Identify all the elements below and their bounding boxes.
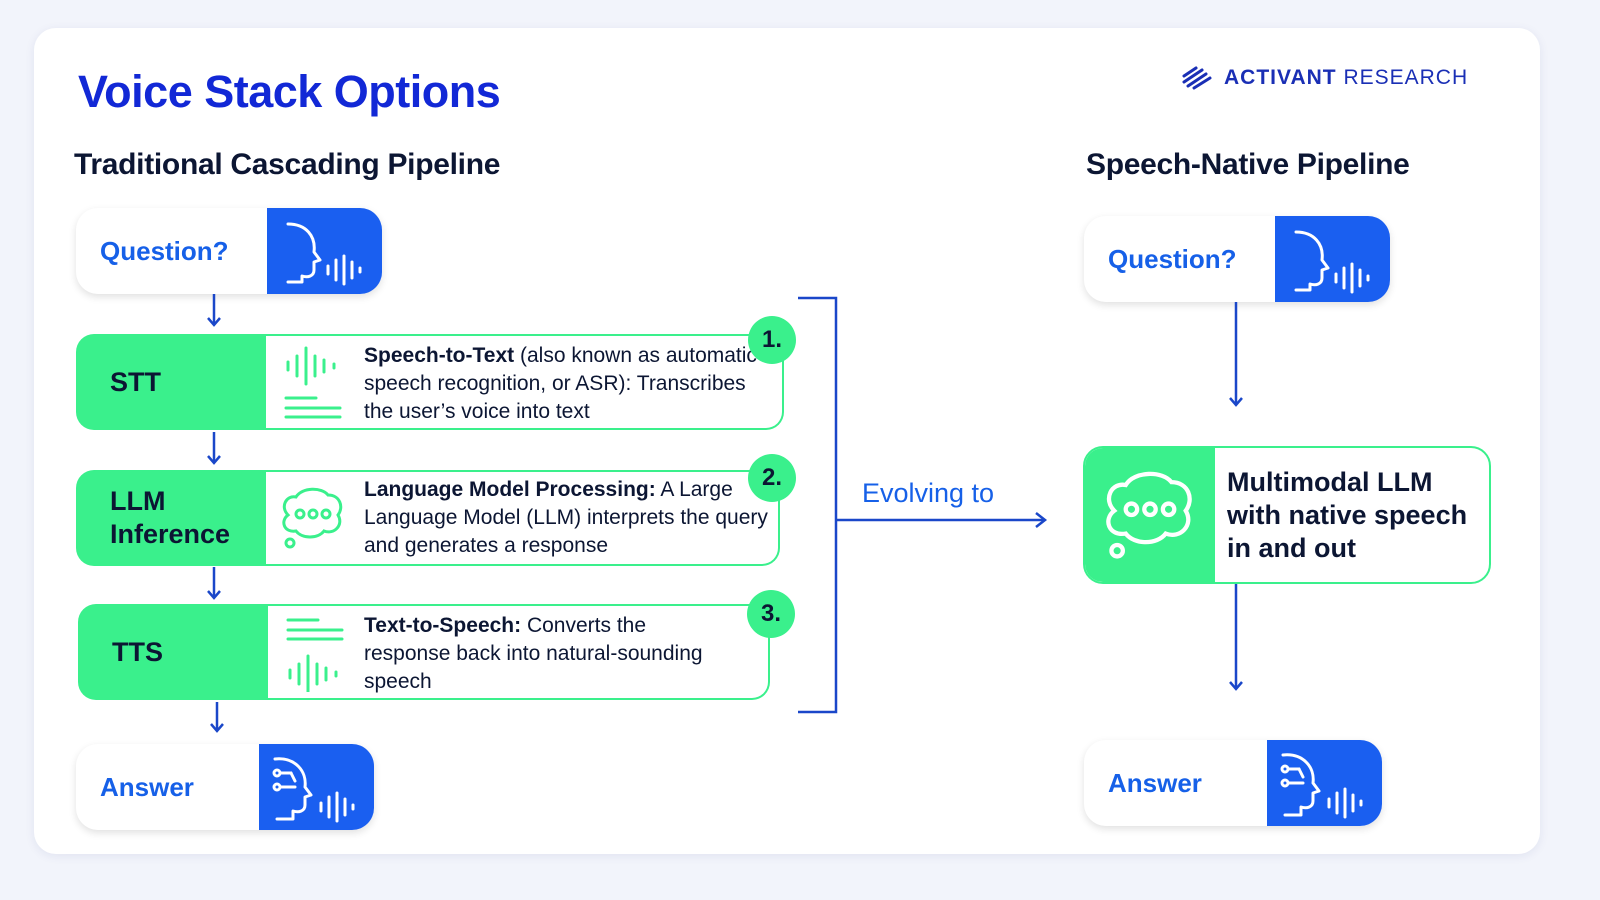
step-desc-bold: Text-to-Speech: (364, 614, 522, 637)
head-sound-icon (1275, 216, 1390, 302)
waveform-text-icon (268, 334, 358, 430)
multimodal-llm-label: Multimodal LLM with native speech in and… (1227, 466, 1468, 563)
native-answer-pill: Answer (1084, 740, 1382, 826)
answer-label: Answer (100, 771, 194, 802)
step-label: LLM Inference (76, 470, 268, 566)
traditional-question-pill: Question? (76, 208, 382, 294)
step-label: STT (76, 334, 268, 430)
step-desc-text: (also known as automatic speech recognit… (364, 344, 757, 423)
step-description: Language Model Processing: A Large Langu… (364, 476, 778, 560)
traditional-answer-pill: Answer (76, 744, 374, 830)
bracket-arrow (798, 296, 1048, 714)
step-box (268, 604, 770, 700)
ai-head-icon (259, 744, 374, 830)
brand-name-rest: RESEARCH (1343, 66, 1469, 89)
step-desc-text: Converts the response back into natural-… (364, 614, 703, 693)
step-box (266, 470, 780, 566)
step-desc-bold: Language Model Processing: (364, 478, 656, 501)
diagram-card (34, 28, 1540, 854)
step-number-badge: 2. (748, 454, 796, 502)
step-desc-bold: Speech-to-Text (364, 344, 515, 367)
head-sound-icon (267, 208, 382, 294)
traditional-heading: Traditional Cascading Pipeline (74, 148, 501, 181)
traditional-arrows (207, 294, 224, 733)
step-label: TTS (78, 604, 270, 700)
brand-name-bold: ACTIVANT (1224, 66, 1337, 89)
step-number-badge: 1. (748, 316, 796, 364)
ai-head-icon (1267, 740, 1382, 826)
step-number-badge: 3. (747, 590, 795, 638)
step-description: Text-to-Speech: Converts the response ba… (364, 612, 704, 696)
activant-logo-icon (1182, 66, 1212, 90)
question-label: Question? (100, 235, 229, 266)
answer-label: Answer (1108, 767, 1202, 798)
brand-logo: ACTIVANT RESEARCH (1182, 66, 1468, 90)
multimodal-llm-box: Multimodal LLM with native speech in and… (1083, 446, 1491, 584)
evolving-label: Evolving to (862, 478, 995, 508)
chat-bubble-icon (268, 470, 358, 566)
page-title: Voice Stack Options (78, 66, 501, 117)
text-waveform-icon (270, 604, 360, 700)
step-description: Speech-to-Text (also known as automatic … (364, 342, 774, 426)
question-label: Question? (1108, 243, 1237, 274)
native-arrows (1229, 302, 1243, 691)
chat-bubble-icon (1085, 448, 1215, 582)
step-box (266, 334, 784, 430)
native-heading: Speech-Native Pipeline (1086, 148, 1410, 181)
step-desc-text: A Large Language Model (LLM) interprets … (364, 478, 768, 557)
native-question-pill: Question? (1084, 216, 1390, 302)
